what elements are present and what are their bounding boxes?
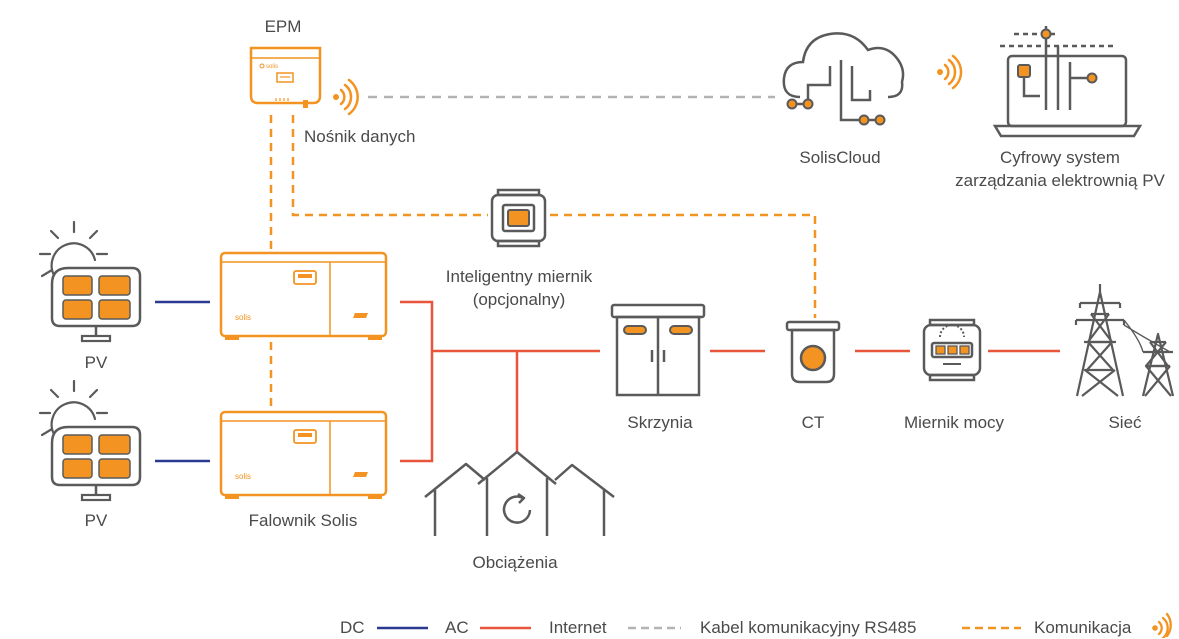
- inverter-label: Falownik Solis: [248, 511, 358, 530]
- rs485-lines: [269, 115, 817, 410]
- epm-label: EPM: [264, 17, 302, 36]
- inverter-bottom-brand: solis: [235, 472, 251, 481]
- houses-icon: [424, 450, 615, 536]
- legend-comm: Komunikacja: [1034, 618, 1132, 637]
- legend-wifi-icon: [1152, 612, 1172, 638]
- legend-ac: AC: [445, 618, 469, 637]
- legend-internet: Internet: [549, 618, 607, 637]
- solar-panel-icon: [50, 425, 142, 502]
- loads-label: Obciążenia: [472, 553, 558, 572]
- ac-lines: [400, 300, 1060, 463]
- legend-dc: DC: [340, 618, 365, 637]
- solar-panel-top: [38, 220, 142, 343]
- power-meter-icon: [922, 318, 982, 382]
- epm-brand-text: solis: [266, 64, 278, 70]
- epm-device-icon: [249, 46, 322, 108]
- transmission-tower-icon: [1074, 284, 1175, 397]
- inverter-bottom-icon: [219, 410, 388, 499]
- sun-icon: [38, 379, 109, 438]
- solar-panel-icon: [50, 266, 142, 343]
- solis-cloud-label: SolisCloud: [799, 148, 881, 167]
- pv-top-label: PV: [84, 353, 108, 372]
- inverter-top-brand: solis: [235, 313, 251, 322]
- box-label: Skrzynia: [627, 413, 693, 432]
- inverter-top-icon: [219, 251, 388, 340]
- ct-label: CT: [801, 413, 825, 432]
- sun-icon: [38, 220, 109, 279]
- digital-system-label-line1: Cyfrowy system: [1000, 148, 1120, 167]
- grid-label: Sieć: [1108, 413, 1142, 432]
- distribution-box-icon: [610, 303, 706, 397]
- pv-bottom-label: PV: [84, 511, 108, 530]
- cloud-icon: [782, 32, 905, 126]
- wifi-signal-icon: [333, 78, 359, 116]
- power-meter-label: Miernik mocy: [903, 413, 1005, 432]
- wifi-signal-icon: [937, 54, 963, 90]
- smart-meter-icon: [490, 188, 547, 248]
- solar-panel-bottom: [38, 379, 142, 502]
- smart-meter-label-line1: Inteligentny miernik: [445, 267, 593, 286]
- digital-system-label-line2: zarządzania elektrownią PV: [955, 171, 1165, 190]
- smart-meter-label-line2: (opcjonalny): [472, 290, 566, 309]
- ct-icon: [785, 320, 841, 384]
- data-logger-label: Nośnik danych: [304, 127, 416, 146]
- laptop-icon: [992, 26, 1143, 138]
- legend-rs485: Kabel komunikacyjny RS485: [700, 618, 917, 637]
